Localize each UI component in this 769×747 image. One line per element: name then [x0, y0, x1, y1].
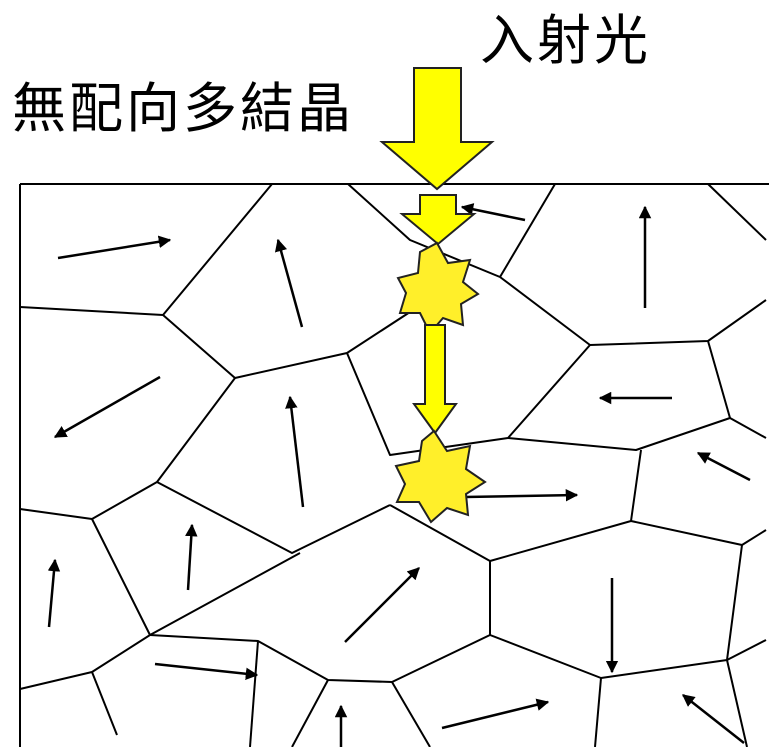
- orientation-arrow: [464, 488, 579, 502]
- orientation-arrow: [154, 662, 259, 681]
- orientation-arrow: [274, 238, 304, 328]
- incident-light-label: 入射光: [480, 9, 651, 72]
- orientation-arrow: [696, 451, 751, 482]
- orientation-arrow: [441, 698, 550, 730]
- orientation-arrow: [344, 567, 420, 643]
- transmitted-beam-arrow: [399, 194, 477, 246]
- material-label: 無配向多結晶: [12, 77, 354, 140]
- orientation-arrow: [57, 235, 172, 260]
- orientation-arrow: [460, 203, 526, 222]
- scatter-star: [394, 429, 487, 524]
- incident-beam-arrow: [379, 67, 495, 191]
- incident-light-path: [379, 67, 495, 524]
- orientation-arrow: [285, 395, 305, 508]
- scatter-star: [396, 241, 480, 335]
- orientation-arrow: [682, 694, 745, 744]
- orientation-arrows: [47, 203, 751, 747]
- orientation-arrow: [47, 558, 61, 628]
- orientation-arrow: [53, 375, 161, 439]
- transmitted-beam-arrow: [412, 324, 458, 435]
- orientation-arrow: [185, 523, 198, 591]
- sample-boundary: [19, 183, 769, 747]
- grain-boundaries: [19, 183, 767, 747]
